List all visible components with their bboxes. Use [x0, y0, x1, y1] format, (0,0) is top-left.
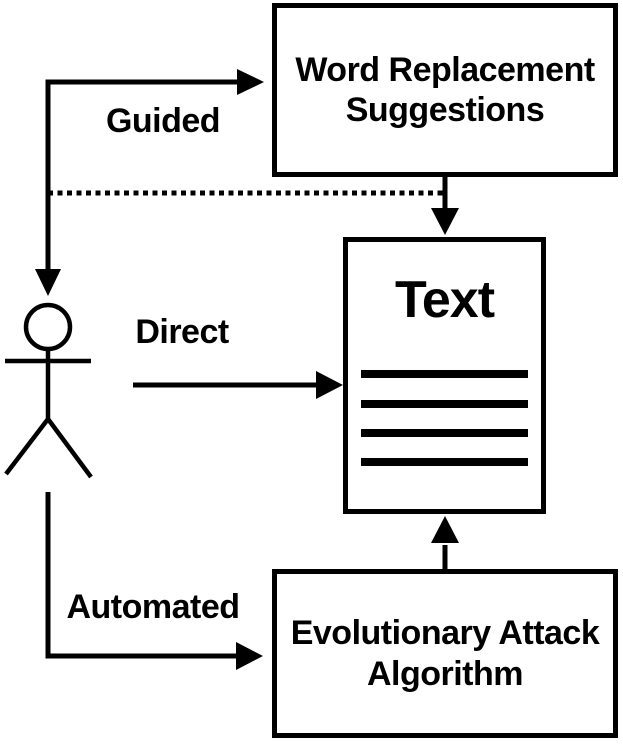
- document-title: Text: [394, 271, 495, 329]
- node-label-line2: Suggestions: [345, 91, 545, 129]
- arrowhead-up-icon: [431, 516, 459, 543]
- arrowhead-right-icon: [236, 642, 263, 670]
- algorithm-to-text-arrow: [431, 516, 459, 569]
- node-label: Word Replacement Suggestions: [295, 50, 595, 130]
- arrowhead-right-icon: [237, 69, 264, 95]
- node-text-document: Text: [343, 237, 546, 514]
- node-evolutionary-attack-algorithm: Evolutionary Attack Algorithm: [272, 569, 618, 738]
- node-label-line1: Evolutionary Attack: [290, 614, 600, 653]
- arrowhead-right-icon: [316, 371, 343, 399]
- suggestions-to-text-arrow: [431, 177, 459, 235]
- direct-arrow: [133, 371, 343, 399]
- document-line: [361, 400, 528, 408]
- automated-arrow: [45, 492, 263, 670]
- node-label: Evolutionary Attack Algorithm: [291, 613, 600, 693]
- person-head: [23, 302, 73, 352]
- document-line: [361, 429, 528, 437]
- arrowhead-down-icon: [35, 269, 61, 296]
- edge-label-guided: Guided: [105, 102, 221, 140]
- node-word-replacement-suggestions: Word Replacement Suggestions: [272, 3, 618, 177]
- person-right-leg: [46, 417, 93, 479]
- guided-arrow: [35, 69, 264, 296]
- person-left-leg: [4, 417, 50, 476]
- document-line: [361, 458, 528, 466]
- node-label-line1: Word Replacement: [295, 50, 595, 89]
- arrowhead-down-icon: [431, 208, 459, 235]
- person-icon: [4, 302, 93, 479]
- edge-label-automated: Automated: [66, 588, 240, 626]
- document-line: [361, 370, 528, 378]
- edge-label-direct: Direct: [135, 313, 229, 351]
- node-label-line2: Algorithm: [366, 654, 524, 693]
